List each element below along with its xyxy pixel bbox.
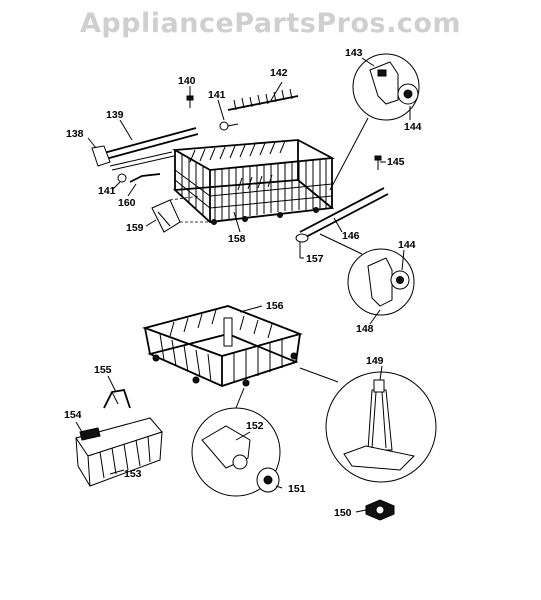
callout-140: 140 (178, 75, 196, 87)
callout-152: 152 (246, 420, 264, 432)
callout-144: 144 (404, 121, 422, 133)
callout-141: 141 (208, 89, 226, 101)
callout-148: 148 (356, 323, 374, 335)
rail-stop-drawing (186, 92, 194, 108)
upper-rack-drawing (172, 139, 336, 225)
right-rack-rail-drawing (295, 187, 389, 259)
retainer-drawing (365, 499, 395, 521)
tine-row-drawing (227, 88, 299, 111)
callout-141: 141 (98, 185, 116, 197)
rack-roller-drawing (117, 121, 239, 183)
lower-rack-drawing (141, 305, 339, 409)
rail-pin-drawing (374, 155, 382, 170)
callout-139: 139 (106, 109, 124, 121)
callout-138: 138 (66, 128, 84, 140)
roller-bracket-inset-top (329, 53, 420, 191)
callout-144: 144 (398, 239, 416, 251)
callout-145: 145 (387, 156, 405, 168)
callout-156: 156 (266, 300, 284, 312)
callout-149: 149 (366, 355, 384, 367)
center-post-inset (325, 371, 437, 483)
callout-146: 146 (342, 230, 360, 242)
basket-clip-drawing (103, 388, 131, 409)
callout-155: 155 (94, 364, 112, 376)
rack-shield-drawing (151, 195, 214, 233)
clip-drawing (129, 173, 161, 183)
callout-151: 151 (288, 483, 306, 495)
callout-158: 158 (228, 233, 246, 245)
callout-143: 143 (345, 47, 363, 59)
callout-157: 157 (306, 253, 324, 265)
callout-153: 153 (124, 468, 142, 480)
roller-bracket-inset-bottom (319, 233, 415, 316)
left-rack-rail-drawing (91, 127, 199, 171)
callout-150: 150 (334, 507, 352, 519)
callout-142: 142 (270, 67, 288, 79)
watermark-logo: AppliancePartsPros.com (79, 8, 462, 39)
callout-160: 160 (118, 197, 136, 209)
wheel-assembly-inset (191, 407, 281, 497)
callout-154: 154 (64, 409, 82, 421)
leader-lines (75, 57, 411, 513)
callout-159: 159 (126, 222, 144, 234)
silverware-basket-drawing (75, 417, 163, 487)
